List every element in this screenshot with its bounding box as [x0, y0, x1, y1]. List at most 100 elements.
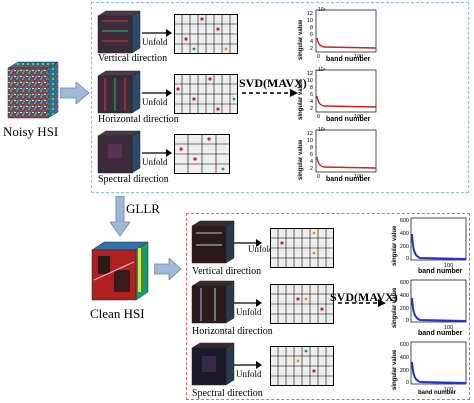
clean-hsi-cube: [88, 240, 152, 304]
x-tick: 100: [444, 387, 453, 393]
singular-value-curve: [411, 233, 467, 260]
unfold-arrow: [142, 89, 172, 97]
unfold-label: Unfold: [142, 97, 168, 107]
svg-text:0: 0: [406, 256, 409, 262]
singular-value-curve: [411, 297, 467, 322]
direction-label: Spectral direction: [192, 388, 263, 399]
svg-text:400: 400: [400, 293, 409, 299]
svg-text:8: 8: [310, 25, 313, 31]
svd-label: SVD(MAVX): [330, 290, 398, 304]
svg-text:8: 8: [310, 85, 313, 91]
y-axis-label: singular value: [298, 79, 304, 120]
direction-label: Horizontal direction: [192, 326, 273, 337]
gllr-label: GLLR: [126, 201, 160, 216]
unfold-label: Unfold: [142, 157, 168, 167]
x-tick: 100: [354, 174, 363, 180]
top-row-vertical: Vertical direction Unfold: [96, 4, 466, 64]
unfold-cube: [97, 10, 141, 54]
svg-text:200: 200: [400, 244, 409, 250]
unfolded-matrix: [174, 74, 238, 114]
svd-arrow: [242, 89, 298, 97]
x-axis-label: band number: [326, 176, 371, 183]
unfolded-matrix: [174, 14, 238, 54]
svg-text:12: 12: [307, 71, 313, 77]
direction-label: Horizontal direction: [98, 114, 179, 125]
svg-text:400: 400: [400, 355, 409, 361]
svg-text:400: 400: [400, 231, 409, 237]
bottom-panel: [186, 213, 470, 400]
unfolded-matrix: [270, 228, 334, 268]
svg-text:4: 4: [310, 159, 313, 165]
x-tick: 100: [354, 54, 363, 60]
top-panel: [91, 2, 469, 193]
singular-value-curve: [411, 361, 467, 384]
unfold-cube: [191, 280, 235, 324]
bottom-row-horizontal: Horizontal direction Unfold SVD(MAVX): [190, 276, 470, 338]
x-axis-label: band number: [418, 390, 457, 396]
svg-text:4: 4: [310, 39, 313, 45]
svg-text:2: 2: [310, 106, 313, 112]
unfold-arrow: [234, 239, 262, 247]
unfold-label: Unfold: [236, 369, 262, 379]
x-tick: 0: [317, 114, 320, 120]
unfolded-matrix: [270, 346, 334, 386]
direction-label: Spectral direction: [98, 174, 169, 185]
unfold-label: Unfold: [142, 37, 168, 47]
top-row-horizontal: Horizontal direction Unfold SVD(MAVX): [96, 64, 466, 125]
x-axis-label: band number: [418, 330, 463, 337]
x-tick: 0: [317, 54, 320, 60]
svg-text:6: 6: [310, 92, 313, 98]
bottom-row-spectral: Spectral direction Unfold: [190, 338, 470, 400]
y-axis-label: singular value: [298, 19, 304, 60]
bottom-row-vertical: Vertical direction Unfold: [190, 214, 470, 277]
svg-text:12: 12: [307, 131, 313, 137]
svg-text:4: 4: [310, 99, 313, 105]
unfold-label: Unfold: [248, 244, 274, 254]
svg-text:600: 600: [400, 218, 409, 224]
noisy-hsi-label: Noisy HSI: [3, 124, 59, 139]
singular-value-curve: [316, 156, 377, 169]
direction-label: Vertical direction: [98, 53, 168, 64]
svg-text:8: 8: [310, 145, 313, 151]
unfold-arrow: [234, 361, 262, 369]
y-ticks: 600 400 200 0: [400, 218, 409, 262]
x-axis-label: band number: [418, 268, 463, 275]
svg-text:200: 200: [400, 368, 409, 374]
unfolded-matrix: [174, 134, 230, 174]
svd-label: SVD(MAVX): [239, 76, 307, 90]
svg-text:10: 10: [307, 138, 313, 144]
y-axis-label: singular value: [298, 139, 304, 180]
noisy-hsi-cube: [4, 60, 60, 122]
svg-text:10: 10: [307, 78, 313, 84]
top-row-spectral: Spectral direction Unfold: [96, 124, 466, 188]
unfold-arrow: [142, 29, 172, 37]
x-tick: 100: [444, 325, 453, 331]
svg-text:2: 2: [310, 166, 313, 172]
y-axis-label: singular value: [392, 349, 398, 390]
unfold-arrow: [234, 299, 262, 307]
x-tick: 0: [317, 174, 320, 180]
y-axis-label: singular value: [392, 225, 398, 266]
svg-text:200: 200: [400, 306, 409, 312]
gllr-arrow: [110, 196, 130, 236]
svg-text:6: 6: [310, 152, 313, 158]
svg-text:10: 10: [307, 18, 313, 24]
unfold-cube: [191, 220, 235, 264]
unfold-cube: [97, 70, 141, 114]
arrow-to-top-panel: [60, 82, 90, 104]
svg-text:6: 6: [310, 32, 313, 38]
x-axis-label: band number: [326, 56, 371, 63]
